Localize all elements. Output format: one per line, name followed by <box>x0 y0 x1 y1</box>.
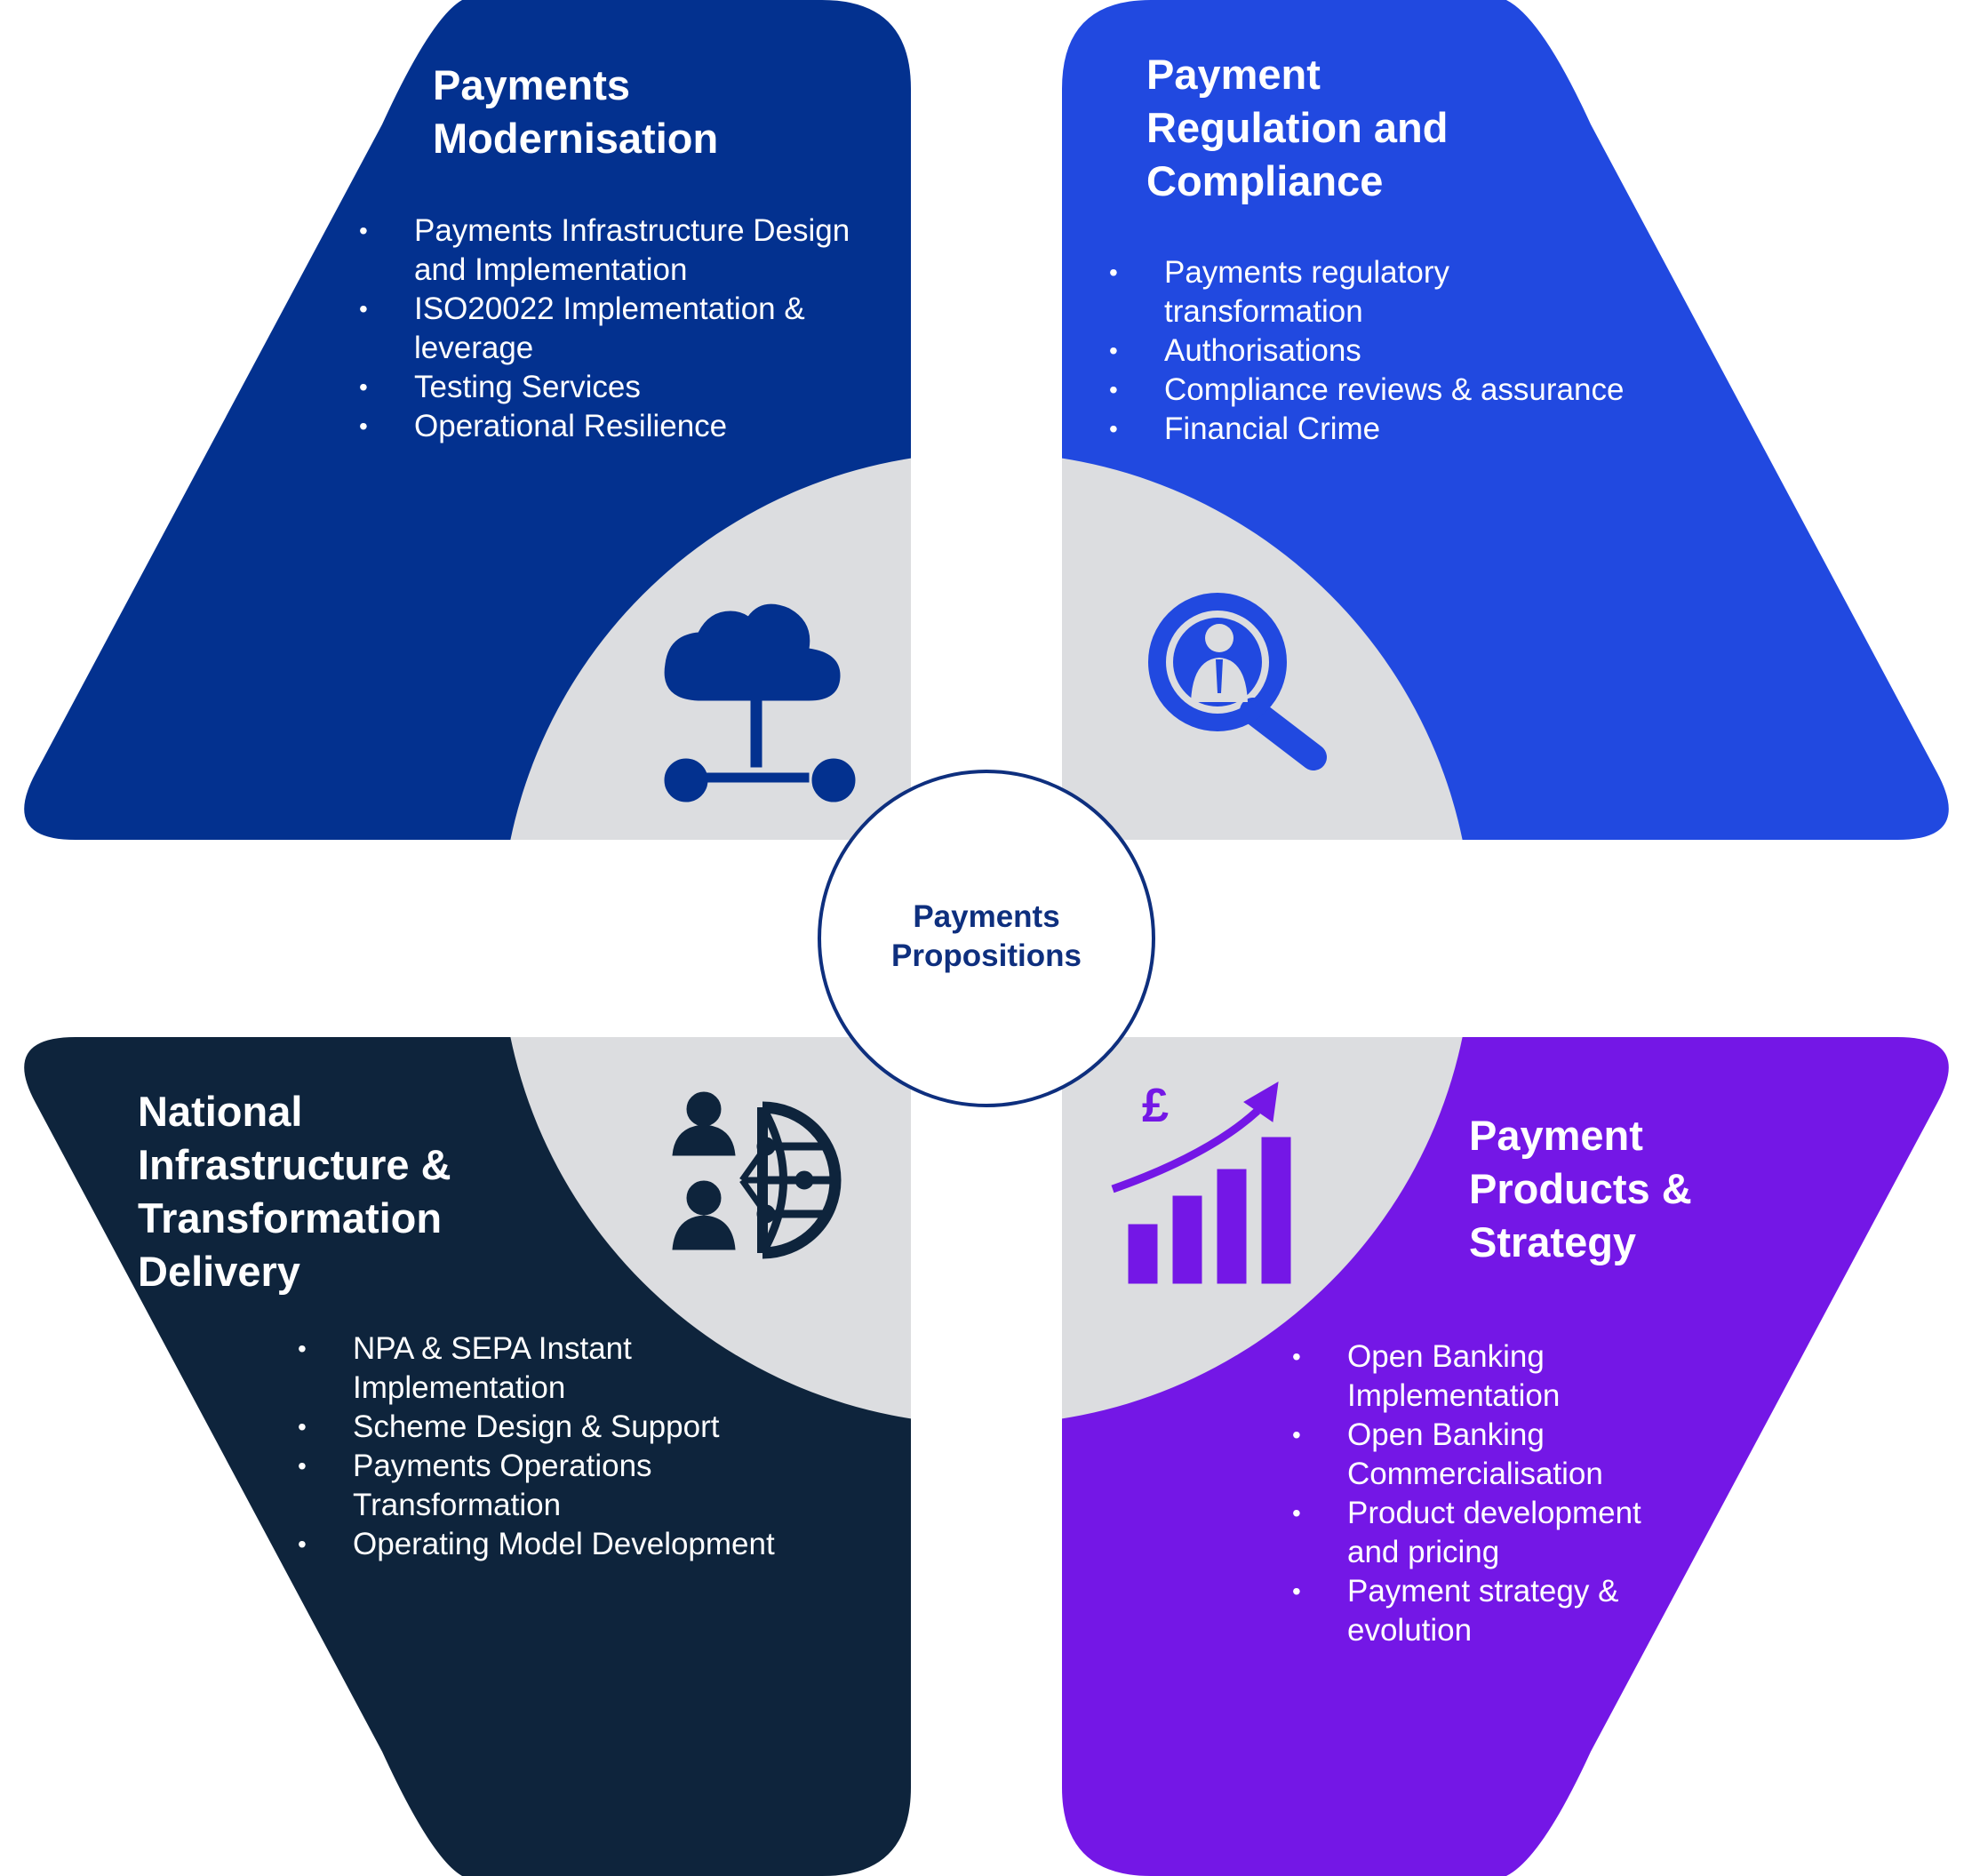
center-label-line: Propositions <box>891 938 1082 973</box>
list-item: ISO20022 Implementation & leverage <box>359 290 850 368</box>
list-item: Financial Crime <box>1109 410 1624 449</box>
title-line: Payments <box>433 61 631 108</box>
cloud-network-icon <box>664 603 856 802</box>
pound-sign-icon: £ <box>1142 1079 1169 1132</box>
title-line: Delivery <box>138 1248 300 1295</box>
quadrant-regulation-list: Payments regulatory transformation Autho… <box>1109 253 1624 449</box>
list-item: Compliance reviews & assurance <box>1109 371 1624 410</box>
list-item: Payments Infrastructure Design and Imple… <box>359 212 850 290</box>
list-item: Payments regulatory transformation <box>1109 253 1624 331</box>
title-line: Modernisation <box>433 115 719 162</box>
title-line: Compliance <box>1146 157 1384 204</box>
quadrant-modernisation-list: Payments Infrastructure Design and Imple… <box>359 212 850 446</box>
center-label: Payments Propositions <box>822 898 1151 976</box>
title-line: Strategy <box>1469 1218 1637 1265</box>
list-item: Open Banking Commercialisation <box>1292 1416 1641 1494</box>
list-item: Operational Resilience <box>359 407 850 446</box>
list-item: NPA & SEPA Instant Implementation <box>298 1329 775 1408</box>
title-line: Transformation <box>138 1194 443 1241</box>
list-item: Payment strategy & evolution <box>1292 1572 1641 1650</box>
list-item: Operating Model Development <box>298 1525 775 1564</box>
list-item: Product development and pricing <box>1292 1494 1641 1572</box>
people-globe-network-icon <box>672 1091 842 1259</box>
title-line: Payment <box>1146 51 1321 98</box>
magnifier-person-figure <box>1191 624 1248 702</box>
list-item: Scheme Design & Support <box>298 1408 775 1447</box>
title-line: Infrastructure & <box>138 1141 451 1188</box>
list-item: Open Banking Implementation <box>1292 1337 1641 1416</box>
center-label-line: Payments <box>913 899 1060 934</box>
title-line: Payment <box>1469 1112 1643 1159</box>
pound-growth-chart-icon <box>1111 1082 1291 1284</box>
quadrant-products-list: Open Banking Implementation Open Banking… <box>1292 1337 1641 1650</box>
quadrant-products-title: Payment Products & Strategy <box>1469 1109 1692 1269</box>
quadrant-regulation-title: Payment Regulation and Compliance <box>1146 48 1448 208</box>
list-item: Payments Operations Transformation <box>298 1447 775 1525</box>
title-line: National <box>138 1088 303 1135</box>
quadrant-modernisation-title: Payments Modernisation <box>433 59 718 165</box>
list-item: Testing Services <box>359 368 850 407</box>
title-line: Regulation and <box>1146 104 1449 151</box>
quadrant-infrastructure-title: National Infrastructure & Transformation… <box>138 1085 451 1298</box>
quadrant-infrastructure-list: NPA & SEPA Instant Implementation Scheme… <box>298 1329 775 1564</box>
list-item: Authorisations <box>1109 331 1624 371</box>
title-line: Products & <box>1469 1165 1692 1212</box>
center-circle <box>818 770 1155 1107</box>
